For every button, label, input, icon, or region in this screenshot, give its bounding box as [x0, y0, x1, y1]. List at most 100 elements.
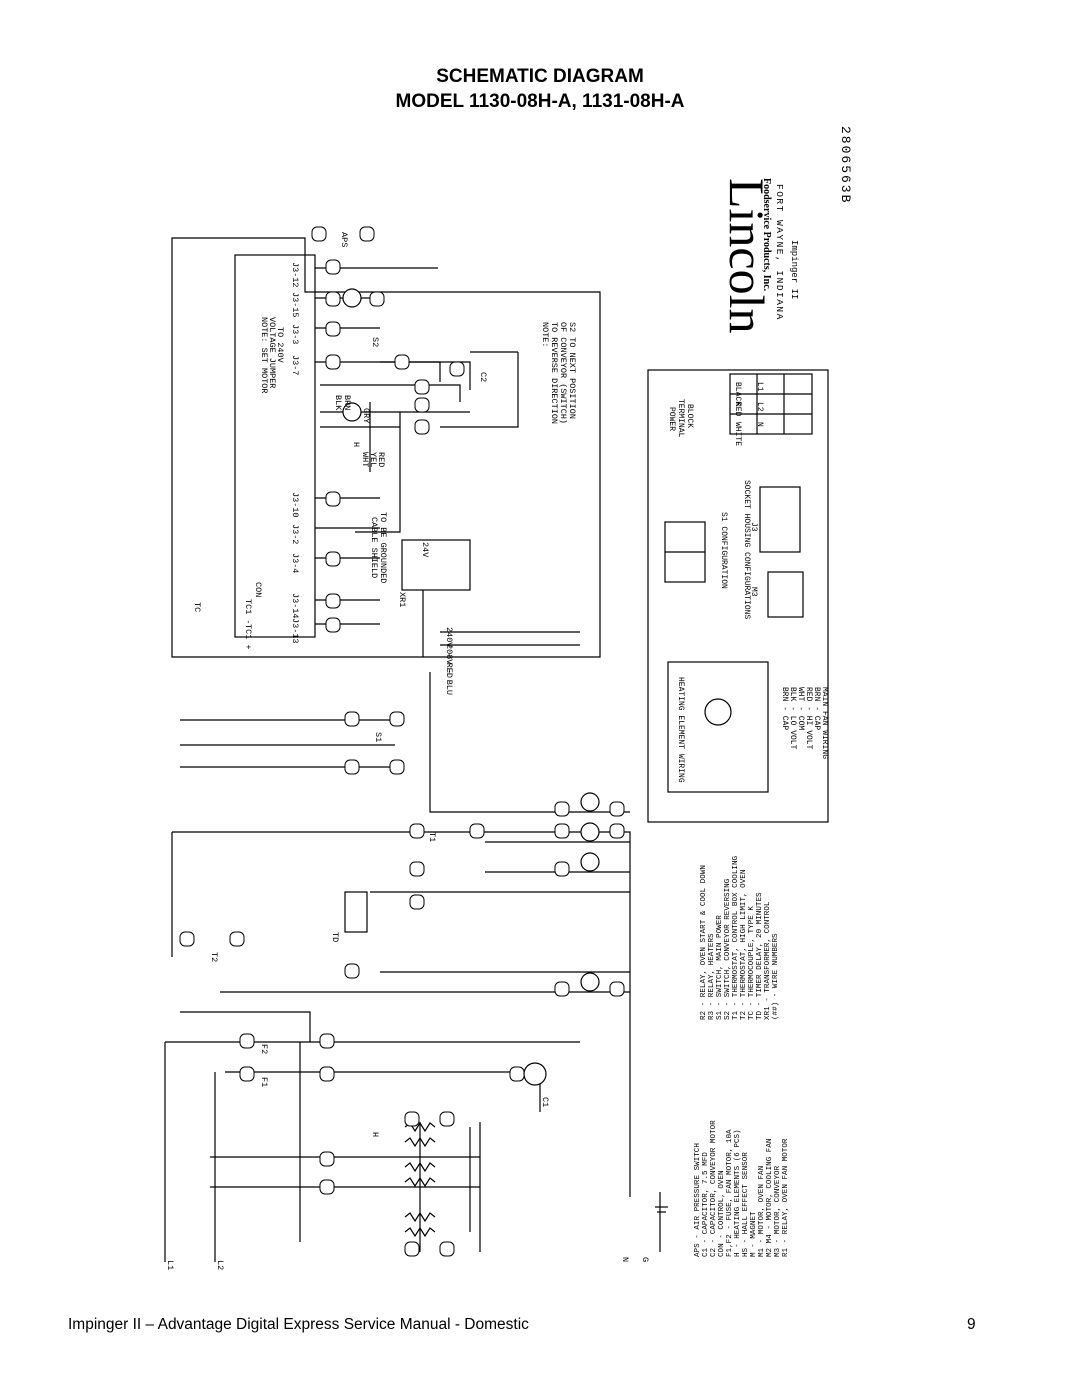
label-heater: H [370, 1132, 380, 1137]
motor-m3 [342, 402, 362, 422]
terminal-title-2: TERMINAL [676, 399, 685, 438]
motor-key-5: BRN - CAP [812, 687, 821, 730]
label-tc1-plus: TC1 + [243, 624, 253, 650]
legend-left-12: R1 - RELAY, OVEN FAN MOTOR [782, 1138, 790, 1257]
motor-key-6: MAIN FAN WIRING [820, 687, 829, 759]
label-yel: YEL [368, 452, 378, 467]
relay-r2-coil [580, 792, 600, 812]
motor-m2 [580, 852, 600, 872]
label-l1: L1 [165, 1260, 175, 1270]
label-t1: T1 [427, 832, 437, 842]
label-s2: S2 [370, 337, 380, 347]
legend-left-11: M3 - MOTOR, CONVEYOR [774, 1165, 782, 1257]
motor-key-2: BLK - LO VOLT [788, 687, 797, 750]
label-g: G [640, 1257, 650, 1262]
legend-left: APS - AIR PRESSURE SWITCH C1 - CAPACITOR… [694, 1120, 790, 1257]
label-jumper-note-1: NOTE: SET MOTOR [259, 317, 269, 394]
motor-key-1: BRN - CAP [780, 687, 789, 730]
motor-m4 [580, 822, 600, 842]
legend-right-2: R3 - RELAY, HEATERS [708, 933, 716, 1020]
label-24v: 24V [420, 542, 430, 558]
label-j3-14: J3-14 [290, 593, 300, 619]
label-brn: BRN [342, 395, 352, 410]
company-city: FORT WAYNE, INDIANA [774, 184, 785, 321]
label-t2: T2 [209, 952, 219, 962]
socket-m3: M3 [749, 587, 758, 597]
label-xr1: XR1 [397, 592, 407, 607]
model-subtitle: MODEL 1130-08H-A, 1131-08H-A [395, 91, 685, 112]
timer-delay-td [344, 891, 368, 933]
label-j3-13: J3-13 [290, 618, 300, 644]
legend-left-9: M1 - MOTOR, OVEN FAN [758, 1166, 766, 1257]
label-reverse-note-3: OF CONVEYOR (SWITCH) [558, 322, 568, 424]
label-j3-15: J3-15 [290, 292, 300, 318]
legend-left-10: M2 M4 - MOTOR, COOLING FAN [766, 1139, 774, 1257]
motor-m1 [523, 1062, 547, 1086]
label-c2: C2 [478, 372, 488, 382]
legend-left-8: M - MAGNET [750, 1211, 758, 1257]
legend-left-4: CON - CONTROL, OVEN [718, 1170, 726, 1257]
label-wht: WHT [360, 452, 370, 467]
label-h: H [351, 442, 361, 447]
label-tc: TC [192, 602, 202, 612]
label-con: CON [253, 582, 263, 597]
legend-right-5: T1 - THERMOSTAT, CONTROL BOX COOLING [732, 856, 740, 1020]
label-j3-4: J3-4 [290, 553, 300, 573]
socket-j3: J3 [749, 522, 758, 532]
page-number: 9 [967, 1316, 976, 1333]
legend-right-3: S1 - SWITCH, MAIN POWER [716, 915, 724, 1020]
terminal-col-white: WHITE [733, 422, 742, 446]
drawing-number: 2806563B [838, 126, 853, 204]
schematic-diagram: CON NOTE: SET MOTOR VOLTAGE JUMPER TO 24… [164, 126, 853, 1270]
label-240v: 240V - RED [444, 627, 454, 678]
legend-left-1: APS - AIR PRESSURE SWITCH [694, 1143, 702, 1257]
label-shield-1: CABLE SHIELD [369, 517, 379, 578]
company-name: Foodservice Products, Inc. [761, 178, 772, 292]
label-f1: F1 [259, 1077, 269, 1087]
label-reverse-note-1: NOTE: [540, 322, 550, 348]
label-tc1-minus: TC1 - [243, 599, 253, 625]
motor-key-4: RED - HI VOLT [804, 687, 813, 750]
lincoln-logo: Lincoln [719, 178, 775, 334]
terminal-col-black: BLACK [733, 382, 742, 406]
wire-number-bubbles [179, 226, 625, 1257]
page-title: SCHEMATIC DIAGRAM [436, 66, 644, 87]
label-n: N [620, 1257, 630, 1262]
label-j3-3: J3-3 [290, 324, 300, 344]
label-j3-7: J3-7 [290, 355, 300, 375]
motor-symbols [342, 288, 600, 1086]
footer-manual-title: Impinger II – Advantage Digital Express … [68, 1316, 529, 1333]
relay-r3-coil [342, 288, 362, 308]
label-s1: S1 [373, 732, 383, 742]
label-l2: L2 [215, 1260, 225, 1270]
model-label: Impinger II [789, 240, 799, 299]
legend-right-10: (##) - WIRE NUMBERS [772, 933, 780, 1020]
terminal-title-3: BLOCK [685, 404, 694, 428]
label-reverse-note-4: S2 TO NEXT POSITION [567, 322, 577, 419]
label-jumper-note-3: TO 240V [275, 327, 285, 364]
label-jumper-note-2: VOLTAGE JUMPER [267, 317, 277, 388]
relay-r1-coil [580, 972, 600, 992]
terminal-col-red: RED [733, 402, 742, 417]
label-j3-10: J3-10 [290, 492, 300, 518]
right-panel-frames [647, 369, 829, 823]
legend-left-7: HS - HALL EFFECT SENSOR [742, 1152, 750, 1257]
label-f2: F2 [259, 1044, 269, 1054]
legend-right-6: T2 - THERMOSTAT, HIGH LIMIT, OVEN [740, 870, 748, 1020]
label-aps: APS [339, 232, 349, 247]
label-red: RED [376, 452, 386, 467]
label-c1: C1 [540, 1097, 550, 1107]
label-208v: 208V - BLU [444, 644, 454, 695]
legend-right-7: TC - THERMOCOUPLE, TYPE K [748, 906, 756, 1020]
socket-title: SOCKET HOUSING CONFIGURATIONS [742, 480, 751, 619]
label-j3-12: J3-12 [290, 262, 300, 288]
legend-left-2: C1 - CAPACITOR, 7.5 MFD [702, 1152, 710, 1257]
terminal-title-1: POWER [667, 407, 676, 431]
terminal-n: N [755, 422, 764, 427]
legend-left-6: H - HEATING ELEMENTS (6 PCS) [734, 1129, 742, 1257]
label-td: TD [330, 932, 340, 942]
terminal-l1: L1 [755, 382, 764, 392]
title-block: 2806563B Lincoln Foodservice Products, I… [719, 126, 853, 334]
terminal-l2: L2 [755, 402, 764, 412]
right-panel-labels: POWER TERMINAL BLOCK BLACK RED WHITE L1 … [667, 382, 829, 783]
